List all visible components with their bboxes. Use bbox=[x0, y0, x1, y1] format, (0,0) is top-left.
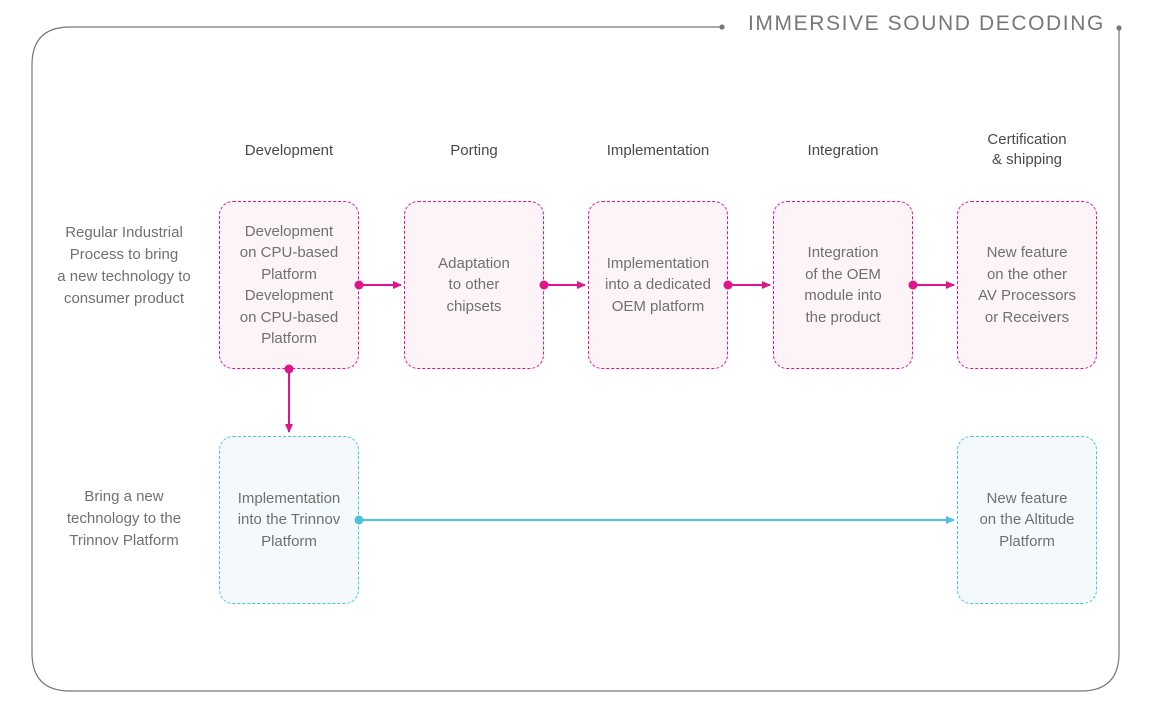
column-header-porting: Porting bbox=[450, 142, 498, 159]
column-header-certification: Certification & shipping bbox=[987, 131, 1067, 168]
trinnov-box-text: Implementation into the Trinnov Platform bbox=[237, 489, 341, 550]
process-box-development: Development on CPU-based Platform Develo… bbox=[219, 201, 359, 369]
diagram-title: IMMERSIVE SOUND DECODING bbox=[748, 12, 1105, 35]
frame-dot-right bbox=[1116, 25, 1122, 31]
column-header-integration: Integration bbox=[807, 142, 879, 159]
process-box-text: Integration of the OEM module into the p… bbox=[804, 244, 882, 326]
trinnov-box-implementation: Implementation into the Trinnov Platform bbox=[219, 436, 359, 604]
row-label-industrial: Regular Industrial Process to bring a ne… bbox=[57, 224, 191, 307]
process-box-text: Adaptation to other chipsets bbox=[438, 254, 510, 315]
process-box-text: New feature on the other AV Processors o… bbox=[977, 244, 1077, 326]
frame-dot-left bbox=[719, 24, 725, 30]
process-box-certification: New feature on the other AV Processors o… bbox=[957, 201, 1097, 369]
column-header-implementation: Implementation bbox=[606, 142, 710, 159]
column-header-development: Development bbox=[244, 142, 334, 159]
trinnov-box-text: New feature on the Altitude Platform bbox=[979, 489, 1075, 550]
process-box-text: Implementation into a dedicated OEM plat… bbox=[605, 254, 711, 315]
process-box-implementation: Implementation into a dedicated OEM plat… bbox=[588, 201, 728, 369]
process-box-porting: Adaptation to other chipsets bbox=[404, 201, 544, 369]
process-box-text: Development on CPU-based Platform Develo… bbox=[239, 222, 339, 348]
row-label-trinnov: Bring a new technology to the Trinnov Pl… bbox=[66, 488, 182, 549]
process-box-integration: Integration of the OEM module into the p… bbox=[773, 201, 913, 369]
trinnov-box-new-feature: New feature on the Altitude Platform bbox=[957, 436, 1097, 604]
